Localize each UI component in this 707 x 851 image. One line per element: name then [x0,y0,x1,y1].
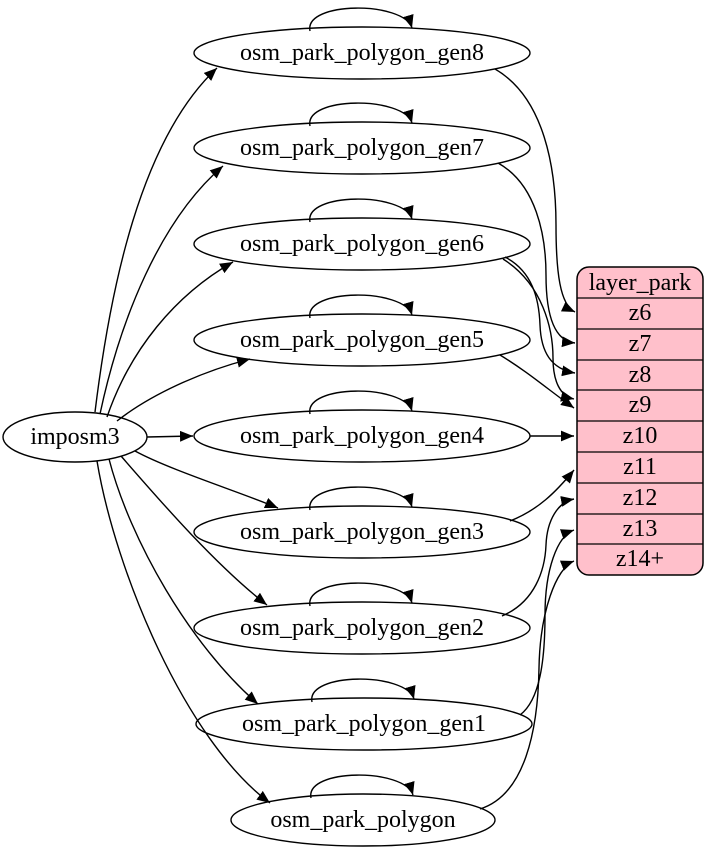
node-osm-park-polygon-gen2-shape [193,601,531,655]
node-imposm3-shape [2,411,148,463]
edge-osm-park-polygon-gen5-to-z9 [499,354,575,409]
node-osm-park-polygon-gen5-label: osm_park_polygon_gen5 [240,327,484,353]
node-imposm3-label: imposm3 [30,424,119,450]
node-osm-park-polygon: osm_park_polygon [230,793,496,847]
layer-row-z11: z11 [623,454,657,480]
node-osm-park-polygon-gen3-shape [193,505,531,559]
edge-osm-park-polygon-gen7-to-z7 [497,162,576,348]
node-osm-park-polygon-gen8-shape [193,26,531,80]
self-loop-osm-park-polygon-gen4 [309,390,414,415]
layer-row-z8: z8 [629,362,652,388]
layer-row-z9: z9 [629,392,652,418]
edge-imposm3-to-osm-park-polygon-gen2 [120,455,268,606]
layer-row-z7: z7 [629,331,652,357]
edge-osm-park-polygon-gen2-to-z12 [501,496,575,617]
edge-osm-park-polygon-gen1-to-z13 [519,529,575,716]
self-loop-osm-park-polygon-gen2 [309,582,414,607]
node-osm-park-polygon-gen4: osm_park_polygon_gen4 [193,409,531,463]
edge-imposm3-to-osm-park-polygon-gen1 [108,458,259,705]
node-osm-park-polygon-gen4-shape [193,409,531,463]
node-osm-park-polygon-gen2: osm_park_polygon_gen2 [193,601,531,655]
node-osm-park-polygon-gen6-shape [193,217,531,271]
self-loop-osm-park-polygon [310,774,415,799]
edge-imposm3-to-osm-park-polygon-gen7 [99,165,224,415]
self-loop-osm-park-polygon-gen1 [311,678,416,703]
self-loop-osm-park-polygon-gen6 [309,198,414,223]
node-osm-park-polygon-gen8: osm_park_polygon_gen8 [193,26,531,80]
layer-row-z14: z14+ [616,546,664,572]
node-osm-park-polygon-gen5: osm_park_polygon_gen5 [193,313,531,367]
edge-osm-park-polygon-to-z14 [479,560,575,810]
node-osm-park-polygon-gen8-label: osm_park_polygon_gen8 [240,40,484,66]
edge-osm-park-polygon-gen6-to-z9 [502,258,575,402]
node-osm-park-polygon-gen5-shape [193,313,531,367]
self-loop-osm-park-polygon-gen7 [309,102,414,127]
edges-self-loops [309,7,416,799]
edge-imposm3-to-osm-park-polygon-gen8 [94,67,218,413]
layer-row-z13: z13 [623,516,658,542]
self-loop-osm-park-polygon-gen5 [309,294,414,319]
node-osm-park-polygon-gen7-label: osm_park_polygon_gen7 [240,135,484,161]
node-osm-park-polygon-gen7: osm_park_polygon_gen7 [193,121,531,175]
self-loop-osm-park-polygon-gen8 [309,7,414,32]
edge-imposm3-to-osm-park-polygon-gen6 [106,261,234,418]
node-layer-park: layer_park z6 z7 z8 z9 z10 z11 z12 z13 z… [576,266,704,576]
edge-imposm3-to-osm-park-polygon-gen5 [116,357,251,422]
node-osm-park-polygon-gen4-label: osm_park_polygon_gen4 [240,423,484,449]
node-osm-park-polygon-gen7-shape [193,121,531,175]
layer-row-z10: z10 [623,423,658,449]
self-loop-osm-park-polygon-gen3 [309,486,414,511]
edges-zoom-mappings [479,68,576,810]
node-osm-park-polygon-gen6-label: osm_park_polygon_gen6 [240,231,484,257]
node-osm-park-polygon-gen1-label: osm_park_polygon_gen1 [242,711,486,737]
node-imposm3: imposm3 [2,411,148,463]
node-osm-park-polygon-gen2-label: osm_park_polygon_gen2 [240,615,484,641]
node-osm-park-polygon-gen6: osm_park_polygon_gen6 [193,217,531,271]
node-osm-park-polygon-shape [230,793,496,847]
edge-osm-park-polygon-gen6-to-z8 [504,256,576,377]
edges-imports [94,67,279,804]
node-osm-park-polygon-gen3: osm_park_polygon_gen3 [193,505,531,559]
layer-row-z6: z6 [629,300,652,326]
edge-imposm3-to-osm-park-polygon-gen3 [134,450,279,509]
layer-park-title: layer_park [589,270,692,296]
edge-imposm3-to-osm-park-polygon-gen4 [146,430,194,442]
node-osm-park-polygon-label: osm_park_polygon [270,807,455,833]
node-osm-park-polygon-gen1: osm_park_polygon_gen1 [195,697,533,751]
layer-row-z12: z12 [623,485,658,511]
node-osm-park-polygon-gen3-label: osm_park_polygon_gen3 [240,519,484,545]
node-osm-park-polygon-gen1-shape [195,697,533,751]
edge-imposm3-to-osm-park-polygon [96,460,271,804]
edge-osm-park-polygon-gen3-to-z11 [509,469,575,522]
edge-osm-park-polygon-gen8-to-z6 [494,68,576,313]
